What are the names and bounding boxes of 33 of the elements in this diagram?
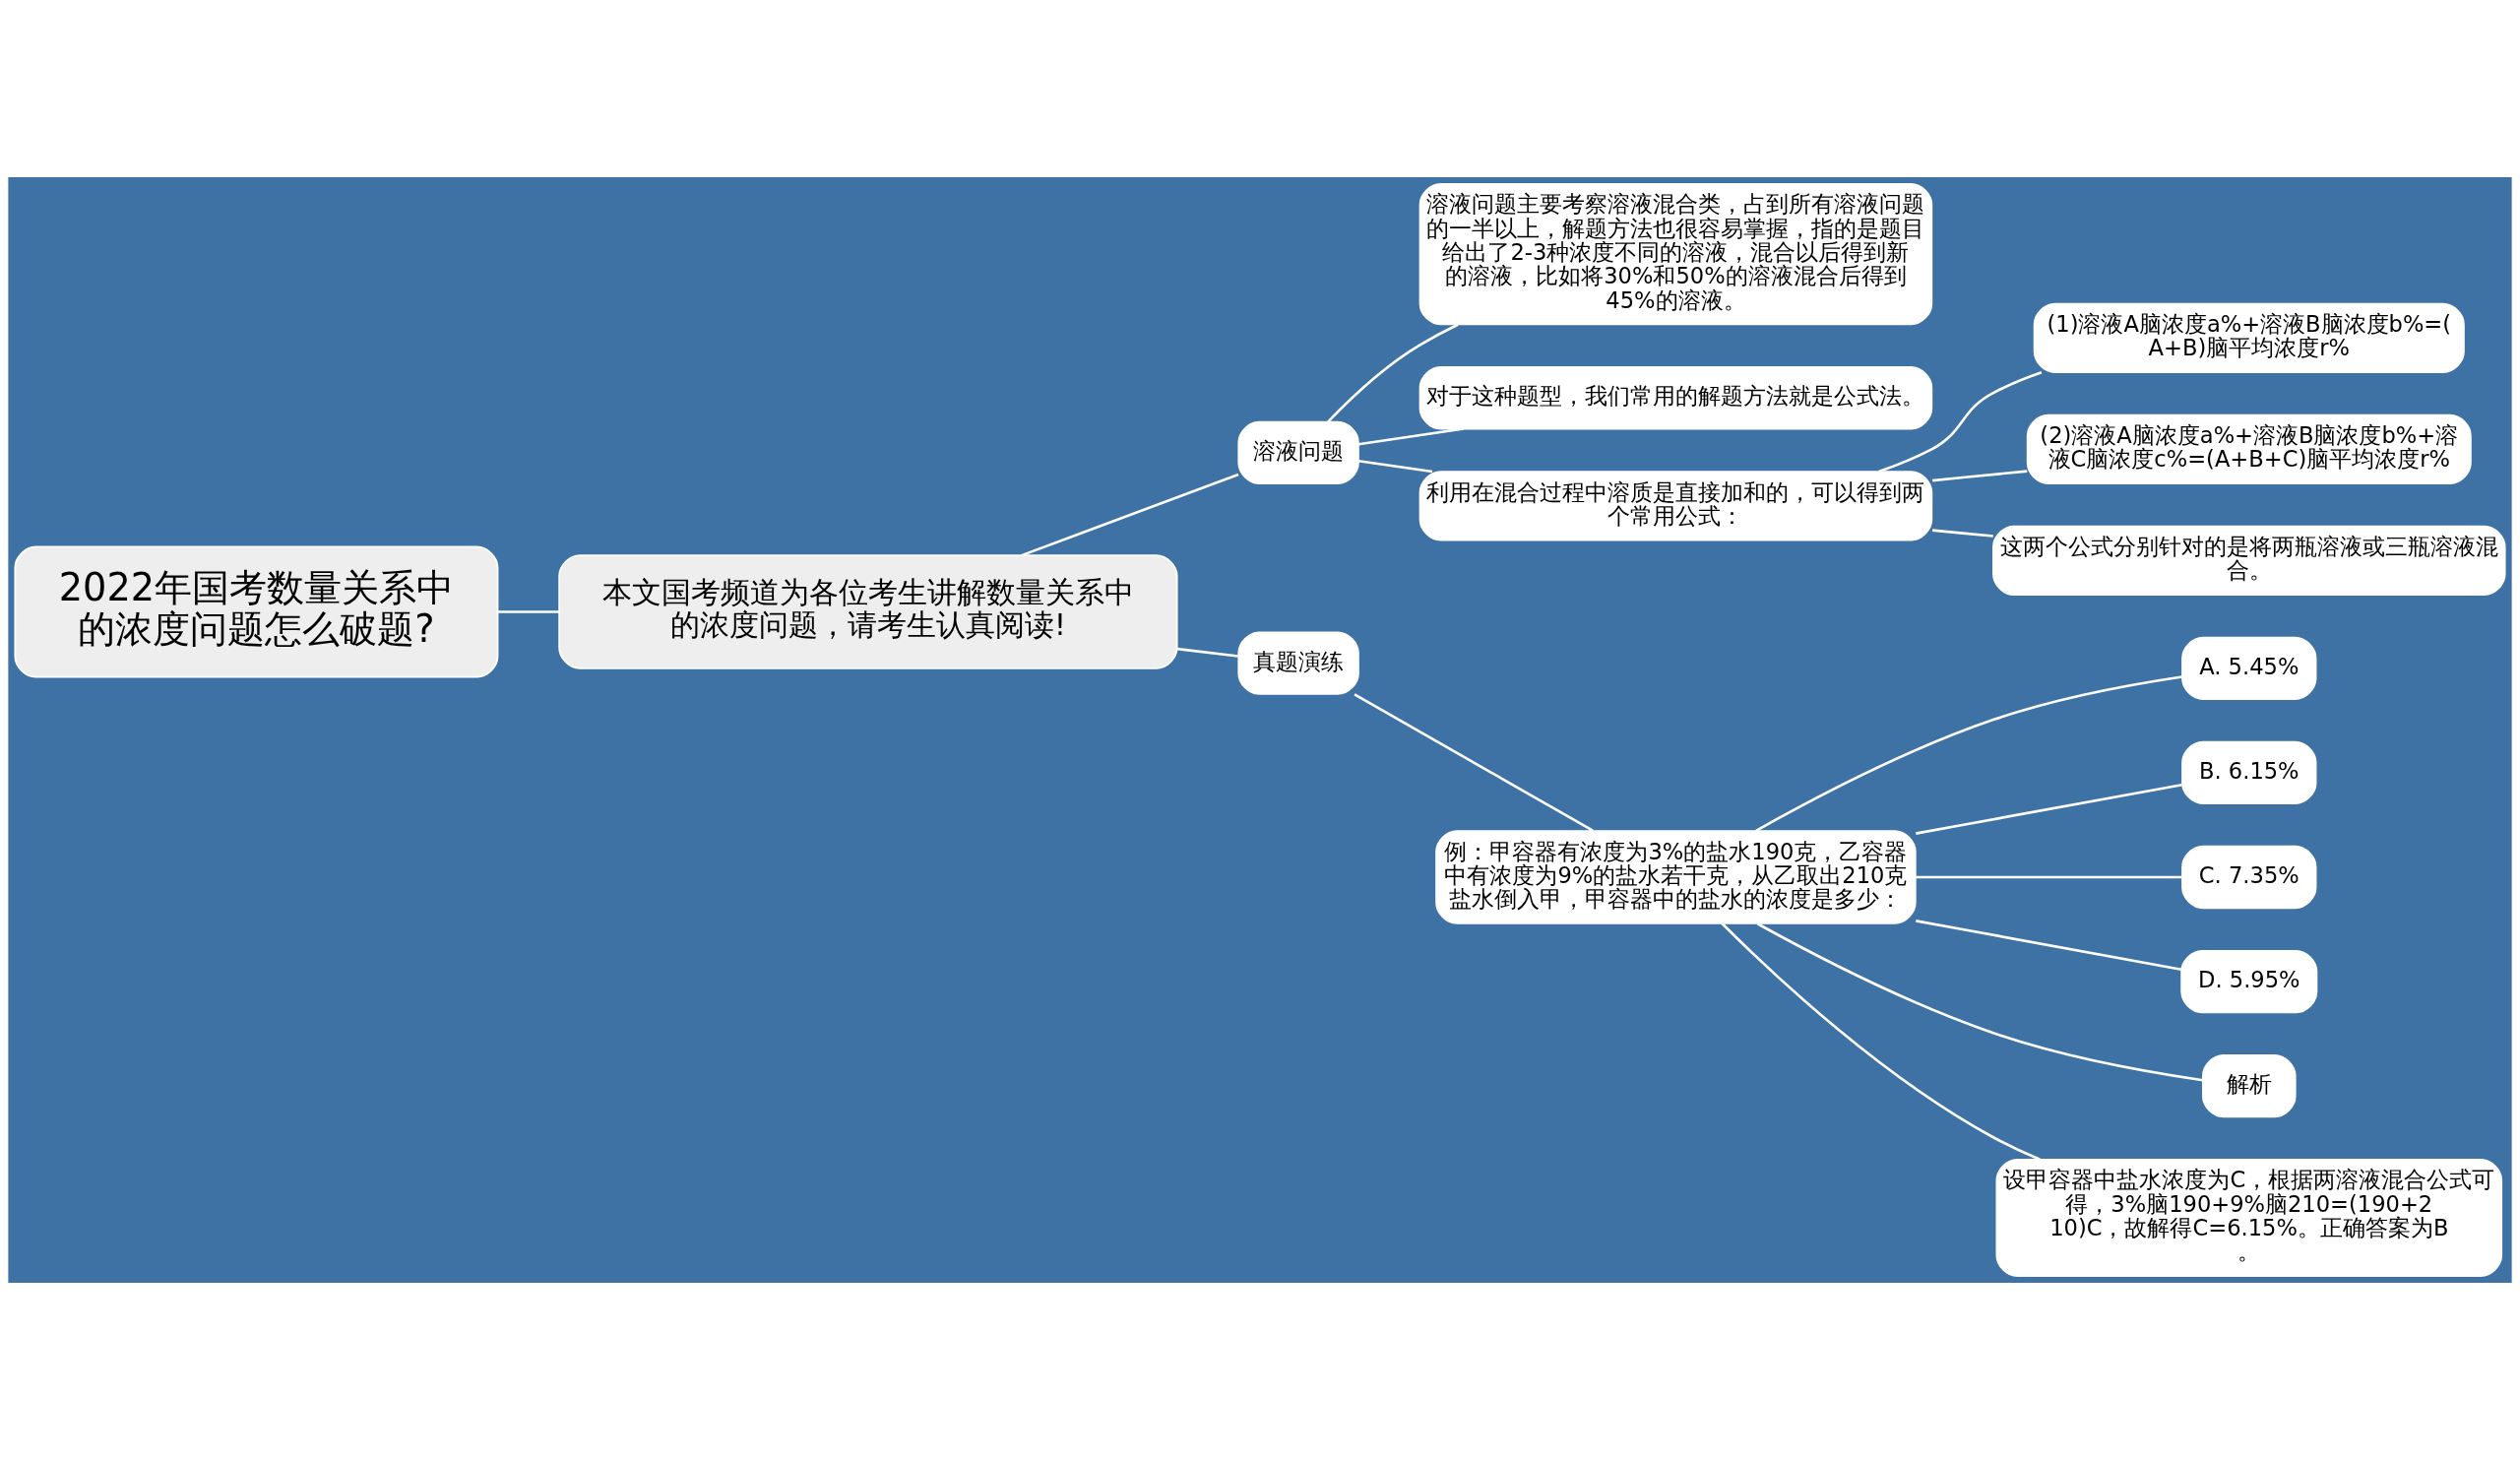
node-box: (1)溶液A脑浓度a%+溶液B脑浓度b%=(A+B)脑平均浓度r% [2033,302,2465,374]
node-box: 解析 [2202,1053,2297,1118]
node-box: B. 6.15% [2181,740,2317,805]
connector [1358,460,1433,474]
node-box: 真题演练 [1237,631,1359,695]
connector [1327,323,1459,423]
connector [1358,427,1465,446]
connector [1932,529,1993,538]
node-box: 这两个公式分别针对的是将两瓶溶液或三瓶溶液混合。 [1992,525,2506,597]
connector [1755,675,2182,832]
node-box: 2022年国考数量关系中的浓度问题怎么破题? [14,545,499,678]
connector [1021,473,1239,557]
connector [498,610,560,613]
connector [1721,922,2041,1162]
connector [1916,920,2182,972]
node-box: 溶液问题 [1237,420,1359,485]
node-box: C. 7.35% [2181,845,2317,910]
node-box: 利用在混合过程中溶质是直接加和的，可以得到两个常用公式： [1418,471,1933,541]
connector [1878,371,2043,474]
node-box: 例：甲容器有浓度为3%的盐水190克，乙容器中有浓度为9%的盐水若干克，从乙取出210克盐水倒入甲，甲容器中的盐水的浓度是多少： [1435,830,1917,924]
connector [1916,783,2182,835]
node-box: (2)溶液A脑浓度a%+溶液B脑浓度b%+溶液C脑浓度c%=(A+B+C)脑平均浓度r% [2026,413,2472,485]
node-box: 对于这种题型，我们常用的解题方法就是公式法。 [1418,366,1933,430]
node-box: 本文国考频道为各位考生讲解数量关系中的浓度问题，请考生认真阅读! [558,554,1178,669]
connector [1176,647,1238,658]
node-box: A. 5.45% [2181,636,2317,701]
node-box: D. 5.95% [2180,949,2318,1014]
connector [1756,922,2203,1082]
connector [1932,470,2028,482]
node-box: 设甲容器中盐水浓度为C，根据两溶液混合公式可得，3%脑190+9%脑210=(190+210)C，故解得C=6.15%。正确答案为B。 [1995,1158,2503,1277]
connector [1354,693,1594,832]
node-box: 溶液问题主要考察溶液混合类，占到所有溶液问题的一半以上，解题方法也很容易掌握，指的是题目给出了2-3种浓度不同的溶液，混合以后得到新的溶液，比如将30%和50%的溶液混合后得到45%的溶液。 [1418,183,1933,326]
connector [1916,875,2182,879]
